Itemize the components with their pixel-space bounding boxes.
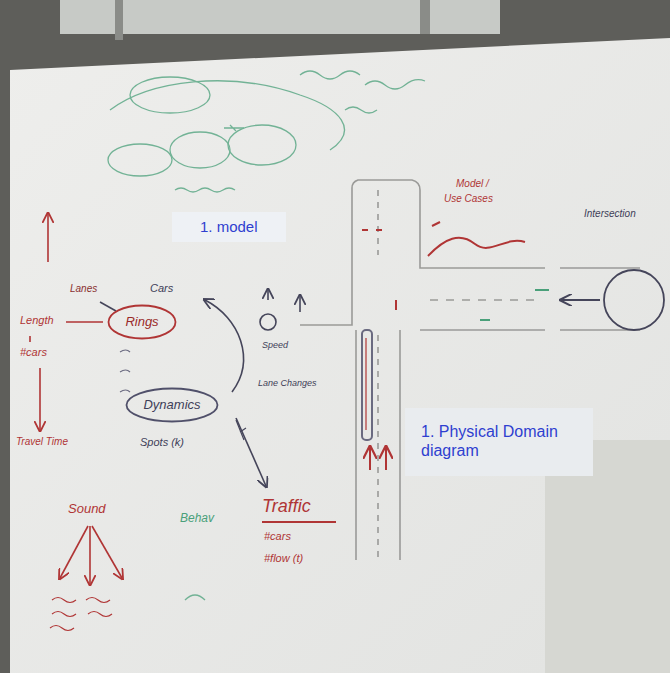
sketch-note: Cars (150, 282, 173, 295)
sketch-ellipse: Dynamics (125, 387, 219, 423)
sketch-note: Speed (262, 340, 288, 350)
sketch-note: #cars (20, 346, 47, 359)
intersection-roads (300, 180, 640, 560)
sketch-heading: Sound (68, 502, 106, 517)
sketch-note: Use Cases (444, 193, 493, 205)
sketch-note: Spots (k) (140, 436, 184, 449)
intersection-circle (562, 270, 664, 330)
sketch-note: Lanes (70, 283, 97, 295)
ellipse-outline (127, 389, 218, 422)
sketch-note: Length (20, 314, 54, 327)
sketch-note: Intersection (584, 208, 636, 220)
sketch-note: Model / (456, 178, 489, 190)
sketch-heading: Traffic (262, 496, 311, 517)
green-scribbles (108, 71, 425, 600)
sketch-note: #flow (t) (264, 552, 303, 565)
sketch-arrows (30, 214, 336, 631)
overlay-label-box: 1. Physical Domain diagram (405, 408, 593, 476)
overlay-label: 1. model (200, 218, 258, 236)
sketch-note: Lane Changes (258, 378, 317, 388)
ellipse-outline (109, 306, 176, 339)
overlay-label-box: 1. model (172, 212, 286, 242)
sketch-note: Behav (180, 512, 214, 526)
sketch-ellipse: Rings (107, 304, 177, 340)
wave-sketch (428, 222, 525, 256)
sketch-label: Dynamics (143, 397, 200, 413)
overlay-label: 1. Physical Domain diagram (421, 422, 571, 460)
whiteboard (10, 38, 670, 673)
sketch-note: Travel Time (16, 436, 68, 448)
sketch-note: #cars (264, 530, 291, 543)
sketch-label: Rings (125, 314, 158, 330)
